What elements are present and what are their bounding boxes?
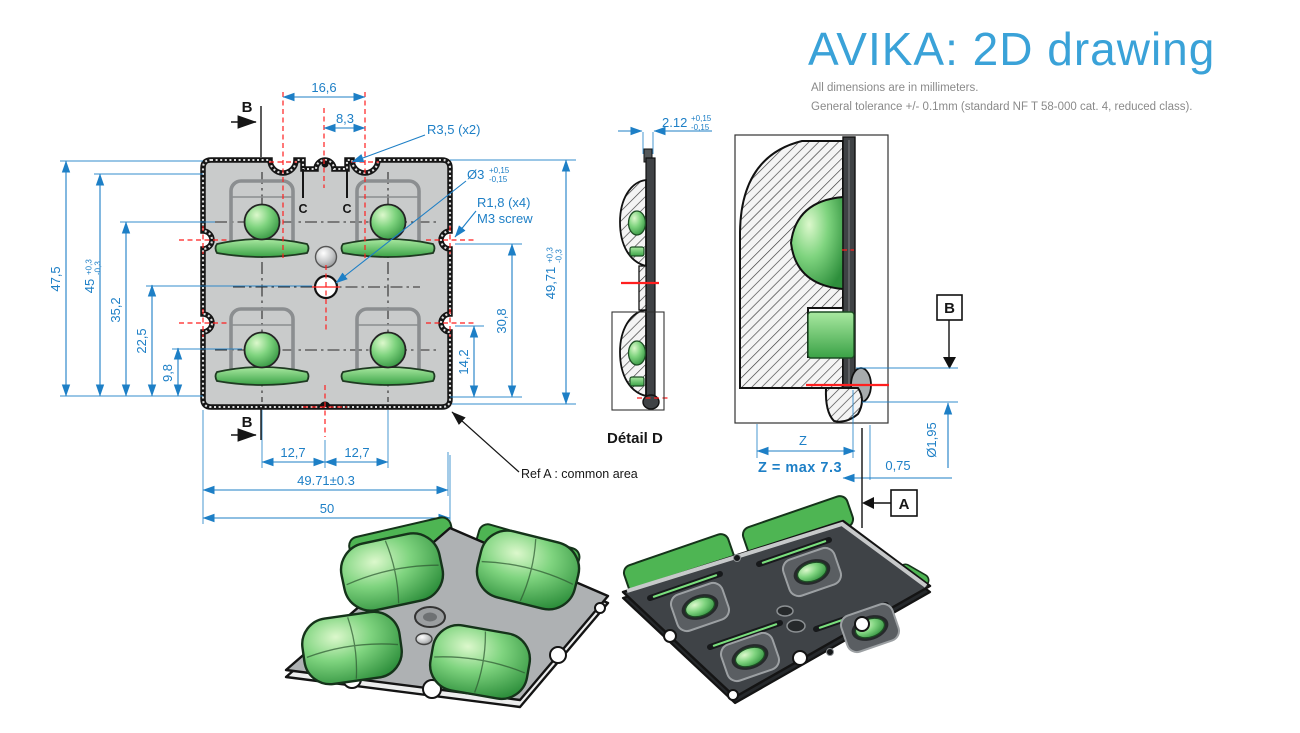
iso-top-notch-3 bbox=[549, 646, 567, 664]
dim-9-8: 9,8 bbox=[160, 364, 175, 382]
dim-45-tolp: +0,3 bbox=[85, 259, 94, 275]
leader-r1-8 bbox=[454, 210, 477, 238]
slot-bl-glow bbox=[712, 623, 778, 647]
iso-bottom-back-tabs bbox=[622, 495, 930, 597]
callout-r3-5: R3,5 (x2) bbox=[427, 122, 480, 137]
dim-50: 50 bbox=[320, 501, 334, 516]
center-sphere bbox=[314, 245, 338, 269]
dim-47-5: 47,5 bbox=[48, 266, 63, 291]
iso-bottom-center-hole-2 bbox=[786, 619, 806, 633]
dim-thickness-tolp: +0,15 bbox=[691, 114, 712, 123]
note-tolerance: General tolerance +/- 0.1mm (standard NF… bbox=[811, 101, 1193, 113]
section-dome-top bbox=[627, 210, 647, 236]
callout-hole: Ø3 bbox=[467, 167, 484, 182]
section-skirt-bottom bbox=[629, 376, 645, 387]
iso-dome-tl bbox=[339, 532, 445, 612]
datum-a-box bbox=[890, 489, 918, 517]
section-plate bbox=[645, 157, 656, 403]
iso-bottom-notch-4 bbox=[727, 689, 739, 701]
dim-30-8: 30,8 bbox=[494, 308, 509, 333]
section-foot bbox=[642, 394, 660, 410]
dim-12-7-r: 12,7 bbox=[344, 445, 369, 460]
detail-green-skirt bbox=[807, 311, 855, 359]
datum-a-triangle bbox=[862, 497, 874, 509]
callout-r1-8: R1,8 (x4) bbox=[477, 195, 530, 210]
iso-top-center-hole bbox=[423, 612, 437, 622]
dim-49-71-v-tolp: +0,3 bbox=[546, 247, 555, 263]
callout-m3-screw: M3 screw bbox=[477, 211, 533, 226]
dim-45: 45 +0,3 -0,3 bbox=[82, 259, 103, 294]
detail-d-label: Détail D bbox=[607, 430, 663, 447]
detail-d-view: Détail D 2.12 +0,15 -0,15 bbox=[607, 114, 712, 447]
dim-075: 0,75 bbox=[885, 458, 910, 473]
clip-label-right: C bbox=[342, 202, 351, 216]
dim-49-71-v-tolm: -0,3 bbox=[555, 249, 564, 263]
page-title: AVIKA: 2D drawing bbox=[808, 23, 1216, 75]
dim-z: Z bbox=[799, 433, 807, 448]
iso-top-notch-4 bbox=[594, 602, 606, 614]
callout-hole-tolp: +0,15 bbox=[489, 166, 510, 175]
section-web bbox=[638, 265, 647, 311]
recess-tl bbox=[669, 581, 731, 633]
dim-14-2: 14,2 bbox=[456, 349, 471, 374]
note-z-max: Z = max 7.3 bbox=[758, 460, 842, 476]
leader-ref-a bbox=[451, 411, 520, 473]
iso-top-notch-2 bbox=[422, 679, 442, 699]
iso-dome-br bbox=[428, 623, 532, 701]
dim-49-71-v: 49,71 +0,3 -0,3 bbox=[543, 247, 564, 300]
section-skirt-top bbox=[629, 246, 645, 257]
dim-45-value: 45 bbox=[82, 279, 97, 293]
dim-8-3: 8,3 bbox=[336, 111, 354, 126]
iso-bottom-hole-1 bbox=[733, 554, 741, 562]
iso-bottom-notch-2 bbox=[854, 616, 870, 632]
right-detail-view: B Ø1,95 Z Z = max 7.3 0,75 A bbox=[734, 134, 963, 528]
detail-d-callout-box bbox=[611, 311, 665, 411]
iso-bottom-hole-2 bbox=[826, 648, 834, 656]
iso-top-center-sphere bbox=[415, 632, 433, 646]
clip-label-left: C bbox=[298, 202, 307, 216]
iso-bottom-view bbox=[621, 495, 932, 705]
dim-16-6: 16,6 bbox=[311, 80, 336, 95]
dim-bump: Ø1,95 bbox=[924, 422, 939, 457]
section-b-bottom: B bbox=[242, 414, 253, 431]
iso-dome-bl bbox=[301, 610, 403, 686]
note-units: All dimensions are in millimeters. bbox=[811, 82, 979, 94]
datum-b-label: B bbox=[944, 300, 955, 317]
recess-bl bbox=[719, 631, 781, 683]
dim-49-71-h: 49.71±0.3 bbox=[297, 473, 355, 488]
dim-49-71-v-value: 49,71 bbox=[543, 267, 558, 300]
slot-tr-glow bbox=[761, 540, 827, 564]
section-b-top: B bbox=[242, 99, 253, 116]
section-dome-bottom bbox=[627, 340, 647, 366]
dim-12-7-l: 12,7 bbox=[280, 445, 305, 460]
dim-thickness-tolm: -0,15 bbox=[691, 123, 710, 132]
iso-top-domes bbox=[301, 529, 581, 701]
leader-hole bbox=[335, 180, 467, 284]
datum-b-triangle bbox=[943, 357, 956, 369]
leader-r3-5 bbox=[351, 134, 426, 163]
tab-center-dot bbox=[321, 160, 329, 168]
dim-45-tolm: -0,3 bbox=[94, 261, 103, 275]
iso-top-view bbox=[284, 516, 610, 709]
dim-thickness: 2.12 bbox=[662, 115, 687, 130]
iso-bottom-notch-1 bbox=[792, 650, 808, 666]
slot-tl-glow bbox=[652, 574, 718, 598]
note-ref-a: Ref A : common area bbox=[521, 467, 638, 481]
dim-35-2: 35,2 bbox=[108, 297, 123, 322]
front-view: C C bbox=[48, 80, 638, 524]
iso-bottom-recesses bbox=[669, 546, 901, 683]
datum-a-label: A bbox=[899, 496, 910, 513]
detail-hatched-body bbox=[739, 140, 844, 389]
callout-hole-tolm: -0,15 bbox=[489, 175, 508, 184]
iso-dome-tr bbox=[475, 529, 581, 611]
recess-tr bbox=[781, 546, 843, 598]
iso-bottom-notches bbox=[663, 616, 870, 701]
iso-bottom-rim bbox=[626, 521, 928, 593]
iso-bottom-notch-3 bbox=[663, 629, 677, 643]
iso-bottom-center-hole-1 bbox=[776, 605, 794, 617]
dim-22-5: 22,5 bbox=[134, 328, 149, 353]
